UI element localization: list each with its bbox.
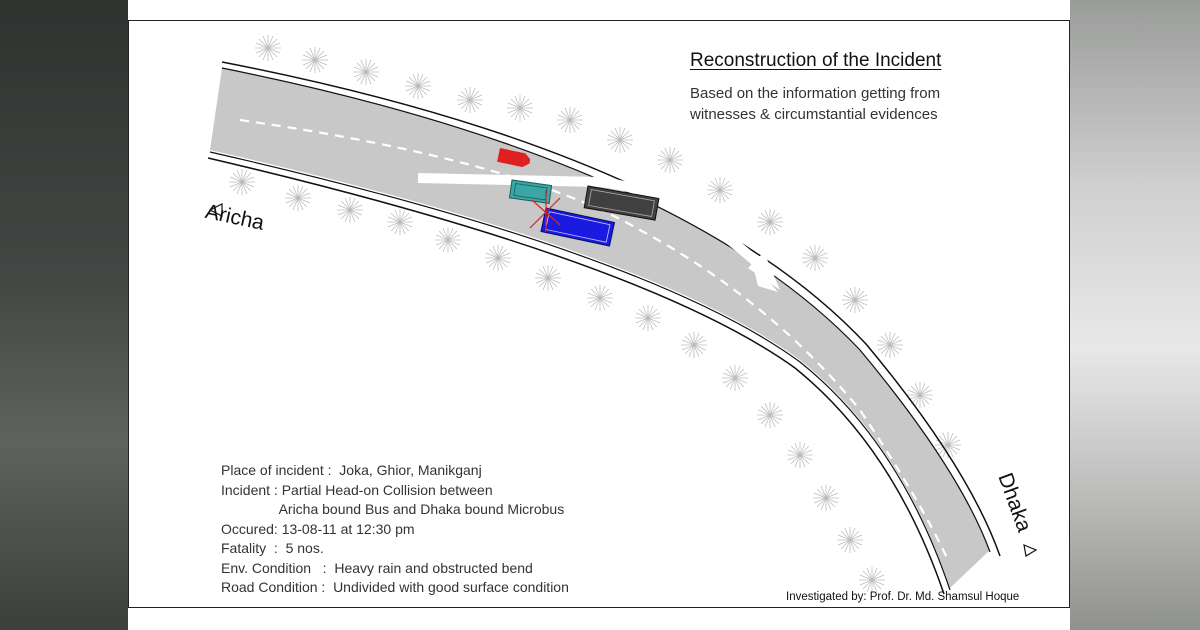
road-edge-inner — [209, 151, 951, 591]
road-surface — [210, 68, 990, 588]
diagram-subtitle: Based on the information getting from wi… — [690, 85, 941, 123]
collision-marks — [529, 190, 561, 232]
background-left — [0, 0, 128, 630]
incident-details: Place of incident : Joka, Ghior, Manikga… — [221, 461, 569, 598]
trajectory-arrow — [417, 173, 769, 274]
road-centerline — [239, 118, 949, 561]
detail-incident: Incident : Partial Head-on Collision bet… — [221, 481, 493, 498]
road-edge-inner-outline — [207, 157, 945, 595]
road-edge-outer-inline — [221, 67, 991, 553]
diagram-frame — [128, 20, 1070, 608]
black-vehicle — [583, 185, 660, 221]
arrow-head-2 — [748, 252, 780, 290]
detail-road-condition: Road Condition : Undivided with good sur… — [221, 579, 569, 595]
detail-env-condition: Env. Condition : Heavy rain and obstruct… — [221, 559, 533, 576]
blue-vehicle — [540, 207, 616, 247]
diagram-title: Reconstruction of the Incident — [690, 50, 942, 71]
detail-occured: Occured: 13-08-11 at 12:30 pm — [221, 520, 415, 537]
investigator-credit: Investigated by: Prof. Dr. Md. Shamsul H… — [786, 591, 1020, 603]
aricha-direction-icon — [208, 203, 223, 217]
detail-fatality: Fatality : 5 nos. — [221, 540, 324, 556]
detail-place: Place of incident : Joka, Ghior, Manikga… — [221, 462, 482, 478]
dhaka-direction-icon — [1023, 544, 1038, 557]
road-edge-outer — [221, 61, 1001, 557]
background-right — [1070, 0, 1200, 630]
detail-incident-cont: Aricha bound Bus and Dhaka bound Microbu… — [221, 501, 565, 517]
red-vehicle — [497, 148, 531, 168]
